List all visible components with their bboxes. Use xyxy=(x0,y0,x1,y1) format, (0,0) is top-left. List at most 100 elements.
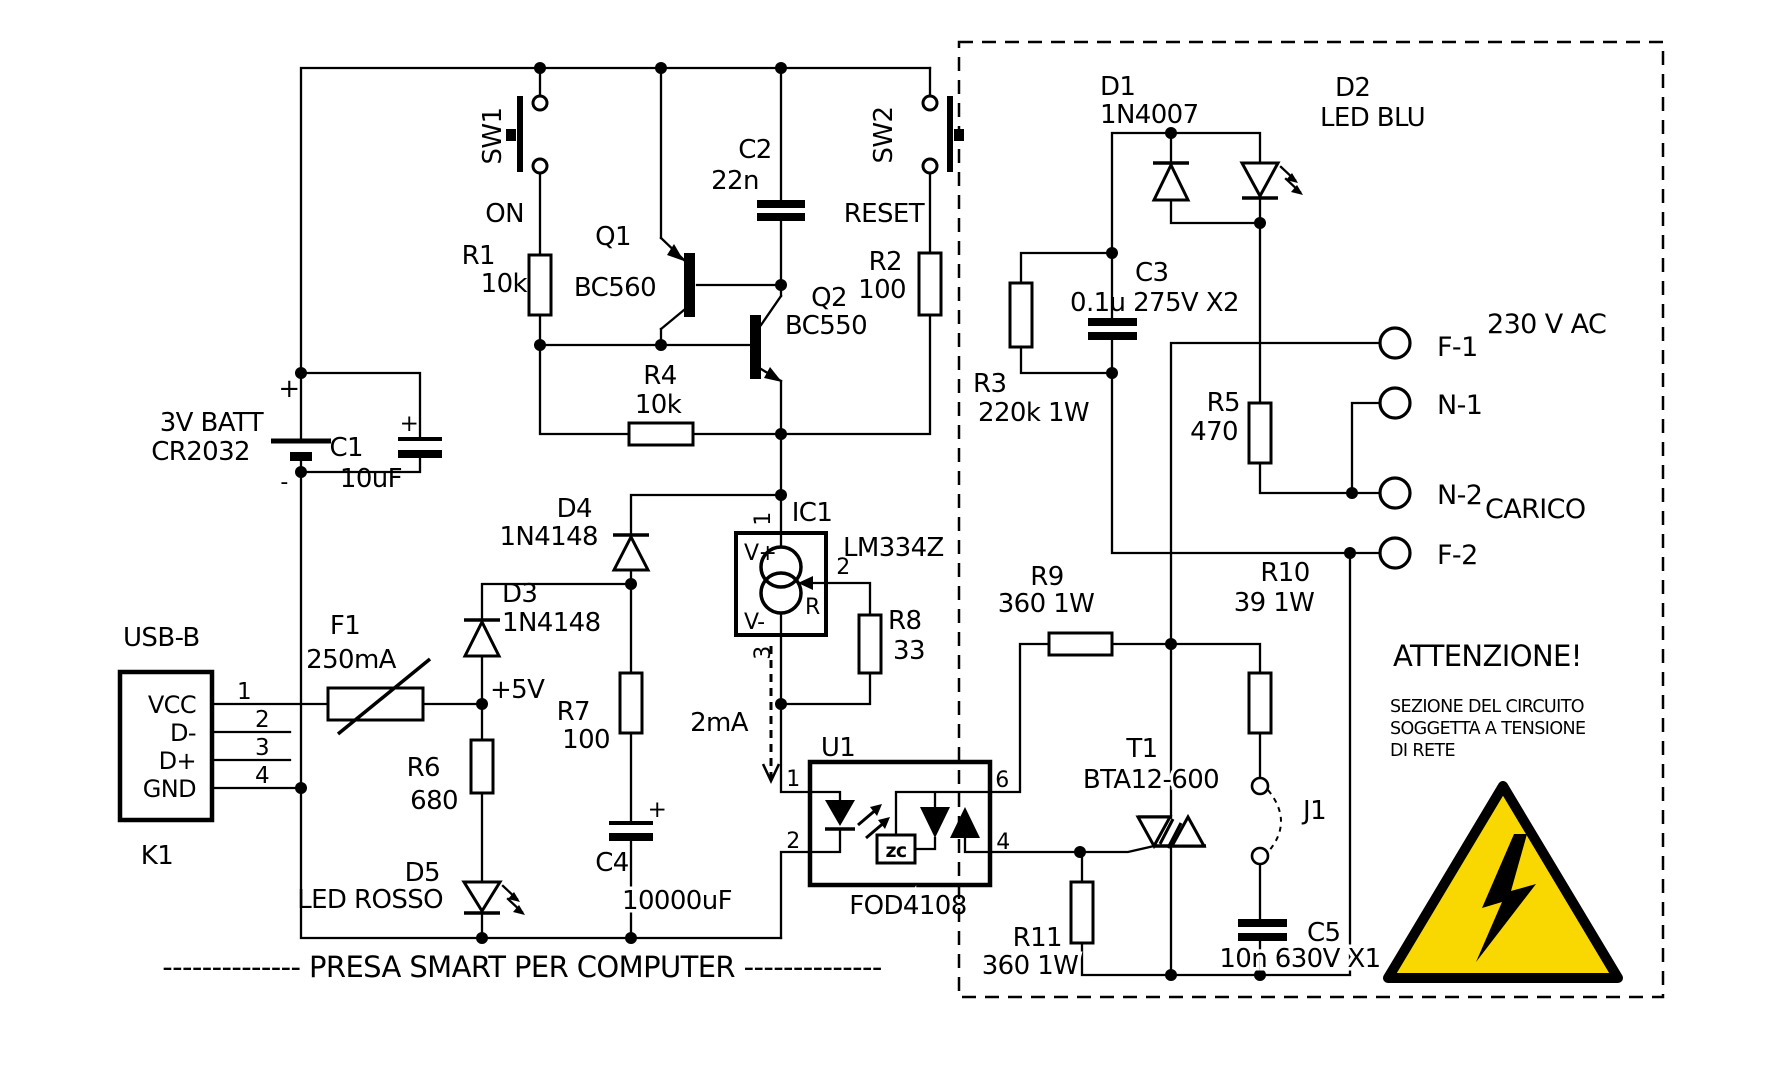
label-r10-ref: R10 xyxy=(1260,558,1309,588)
page-title: -------------- PRESA SMART PER COMPUTER … xyxy=(162,950,882,984)
label-battery-minus: - xyxy=(280,470,287,495)
label-u1-pin1: 1 xyxy=(786,767,799,792)
label-r6-ref: R6 xyxy=(407,753,440,783)
label-u1-pin4: 4 xyxy=(996,830,1009,855)
label-r11-value: 360 1W xyxy=(982,951,1079,981)
transistor-q2-symbol xyxy=(750,294,783,383)
terminal-n1-icon xyxy=(1378,386,1412,420)
isolation-border xyxy=(957,40,1665,999)
resistor-r1-symbol xyxy=(527,253,553,317)
label-r8-ref: R8 xyxy=(888,606,921,636)
led-d2-symbol xyxy=(1239,161,1303,200)
label-sw1-on: ON xyxy=(485,199,524,229)
label-r3-ref: R3 xyxy=(973,369,1006,399)
optocoupler-u1-symbol xyxy=(807,759,993,888)
label-ic1-vminus: V- xyxy=(744,610,765,635)
high-voltage-warning-icon xyxy=(1383,781,1623,983)
label-usb-pin2-name: D- xyxy=(170,719,196,747)
label-ic1-pin1: 1 xyxy=(751,512,776,525)
label-d2-value: LED BLU xyxy=(1320,103,1425,133)
label-t1-value: BTA12-600 xyxy=(1083,765,1219,795)
label-battery-model: CR2032 xyxy=(151,437,250,467)
label-r1-value: 10k xyxy=(481,269,528,299)
label-c5-value: 10n 630V X1 xyxy=(1219,944,1380,974)
label-c3-ref: C3 xyxy=(1135,258,1169,288)
label-usb-title: USB-B xyxy=(123,623,200,653)
label-d4-ref: D4 xyxy=(557,494,592,524)
label-ic1-vplus: V+ xyxy=(744,541,776,566)
terminal-f2-icon xyxy=(1378,536,1412,570)
label-usb-pin1-name: VCC xyxy=(148,691,196,719)
terminal-f1-icon xyxy=(1378,326,1412,360)
label-battery-name: 3V BATT xyxy=(160,408,264,438)
diode-d4-symbol xyxy=(611,533,651,572)
label-usb-pin1-num: 1 xyxy=(237,679,251,705)
label-terminal-n2: N-2 xyxy=(1437,480,1482,511)
label-r8-value: 33 xyxy=(893,636,925,666)
label-r2-ref: R2 xyxy=(869,247,902,277)
label-r7-value: 100 xyxy=(562,725,610,755)
current-arrow-2ma xyxy=(761,646,781,785)
transistor-q1-symbol xyxy=(659,236,695,331)
label-terminal-f1: F-1 xyxy=(1437,332,1478,363)
label-5v-rail: +5V xyxy=(490,675,545,705)
resistor-r7-symbol xyxy=(618,671,644,735)
label-ic1-r: R xyxy=(805,595,820,620)
label-r4-ref: R4 xyxy=(643,361,676,391)
label-mains-supply: 230 V AC xyxy=(1487,309,1606,340)
label-r4-value: 10k xyxy=(635,390,682,420)
label-d1-ref: D1 xyxy=(1100,72,1135,102)
resistor-r3-symbol xyxy=(1008,281,1034,349)
junction-dots xyxy=(295,62,1358,981)
label-terminal-f2: F-2 xyxy=(1437,540,1478,571)
label-r1-ref: R1 xyxy=(462,241,495,271)
switch-sw1-symbol xyxy=(506,94,549,175)
capacitor-c4-symbol xyxy=(609,821,653,841)
wire-network-low-voltage xyxy=(210,66,932,940)
label-warning-line1: SEZIONE DEL CIRCUITO xyxy=(1390,697,1584,717)
label-r5-ref: R5 xyxy=(1207,388,1240,418)
label-q1-value: BC560 xyxy=(574,273,656,303)
resistor-r9-symbol xyxy=(1047,631,1114,657)
label-q2-ref: Q2 xyxy=(811,283,847,313)
label-c1-value: 10uF xyxy=(340,464,402,494)
label-u1-zc: zc xyxy=(885,840,906,862)
label-d3-value: 1N4148 xyxy=(502,608,601,638)
label-c2-ref: C2 xyxy=(738,135,772,165)
label-ic1-ref: IC1 xyxy=(792,498,833,528)
wire-network-mains xyxy=(988,131,1381,977)
mains-terminals xyxy=(1378,326,1412,570)
resistor-r8-symbol xyxy=(857,613,883,675)
diode-d1-symbol xyxy=(1151,161,1191,202)
label-t1-ref: T1 xyxy=(1125,734,1157,764)
label-r10-value: 39 1W xyxy=(1234,588,1315,618)
label-ic1-pin3: 3 xyxy=(751,646,776,659)
capacitor-c5-symbol xyxy=(1238,919,1287,941)
label-c2-value: 22n xyxy=(711,166,759,196)
label-sw2-ref: SW2 xyxy=(869,107,899,164)
diode-d3-symbol xyxy=(462,618,502,658)
label-c1-ref: C1 xyxy=(330,433,364,463)
led-d5-symbol xyxy=(461,880,525,915)
label-d4-value: 1N4148 xyxy=(499,522,598,552)
jumper-j1-symbol xyxy=(1250,776,1282,866)
fuse-f1-symbol xyxy=(326,657,432,736)
label-r3-value: 220k 1W xyxy=(978,398,1089,428)
label-ic1-pin2: 2 xyxy=(836,555,849,580)
label-c5-ref: C5 xyxy=(1307,918,1341,948)
label-r2-value: 100 xyxy=(858,275,906,305)
label-usb-pin4-num: 4 xyxy=(255,763,269,789)
label-warning-line3: DI RETE xyxy=(1390,741,1455,761)
label-q2-value: BC550 xyxy=(785,311,867,341)
label-u1-ref: U1 xyxy=(821,733,855,763)
label-j1-ref: J1 xyxy=(1301,796,1326,826)
label-d5-value: LED ROSSO xyxy=(297,885,443,915)
label-ic1-value: LM334Z xyxy=(843,533,944,563)
label-usb-ref: K1 xyxy=(141,841,173,871)
label-sw1-ref: SW1 xyxy=(478,108,508,165)
resistor-r4-symbol xyxy=(627,421,695,447)
ic1-current-source-symbol xyxy=(734,531,828,637)
label-usb-pin4-name: GND xyxy=(143,775,196,803)
label-c3-value: 0.1u 275V X2 xyxy=(1070,288,1239,318)
